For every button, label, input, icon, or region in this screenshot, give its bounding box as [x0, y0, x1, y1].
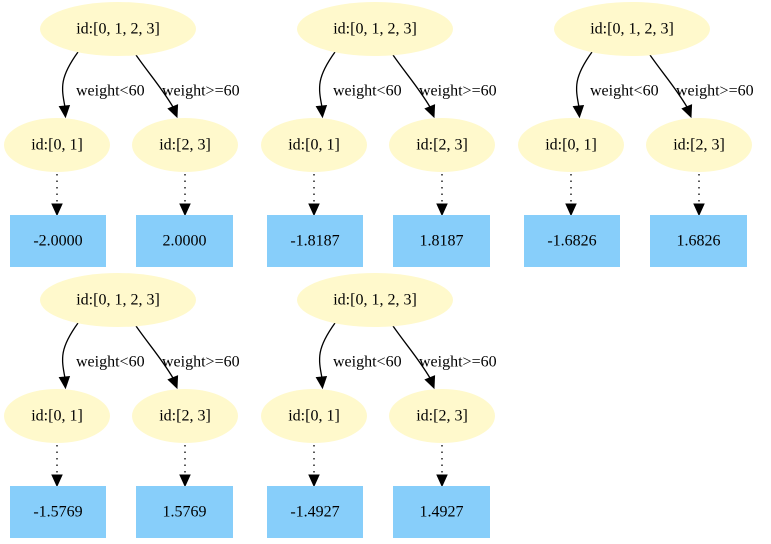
- tree-3: id:[0, 1, 2, 3] id:[0, 1] id:[2, 3] weight<…: [518, 2, 754, 267]
- tree-4: id:[0, 1, 2, 3] id:[0, 1] id:[2, 3] weight<…: [4, 273, 240, 538]
- right-leaf-value: 2.0000: [163, 233, 207, 250]
- right-leaf-value: 1.5769: [163, 504, 207, 521]
- left-child-node: [4, 389, 110, 443]
- arrowhead-left: [58, 375, 71, 390]
- right-child-node-label: id:[2, 3]: [673, 137, 725, 154]
- left-child-node-label: id:[0, 1]: [288, 408, 340, 425]
- arrowhead-dotted-right: [179, 474, 191, 488]
- right-child-node: [132, 118, 238, 172]
- arrowhead-dotted-left: [51, 474, 63, 488]
- left-child-node: [518, 118, 624, 172]
- edge-label-left: weight<60: [76, 354, 145, 371]
- tree-2: id:[0, 1, 2, 3] id:[0, 1] id:[2, 3] weight<…: [261, 2, 497, 267]
- left-leaf: [10, 215, 106, 267]
- arrowhead-right: [167, 375, 179, 390]
- edge-label-right: weight>=60: [162, 83, 240, 100]
- arrowhead-left: [58, 104, 71, 119]
- left-child-node-label: id:[0, 1]: [31, 408, 83, 425]
- edge-label-left: weight<60: [590, 83, 659, 100]
- arrowhead-left: [315, 104, 328, 119]
- left-child-node: [4, 118, 110, 172]
- arrowhead-dotted-left: [308, 203, 320, 217]
- arrowhead-right: [681, 104, 693, 119]
- right-child-node: [389, 118, 495, 172]
- edge-right: [649, 54, 688, 108]
- left-leaf: [267, 215, 363, 267]
- root-node-label: id:[0, 1, 2, 3]: [333, 292, 417, 309]
- edge-label-right: weight>=60: [419, 83, 497, 100]
- right-leaf: [650, 215, 747, 267]
- root-node-label: id:[0, 1, 2, 3]: [76, 21, 160, 38]
- edge-right: [392, 54, 431, 108]
- left-child-node-label: id:[0, 1]: [31, 137, 83, 154]
- arrowhead-dotted-left: [565, 203, 577, 217]
- root-node-label: id:[0, 1, 2, 3]: [333, 21, 417, 38]
- left-child-node-label: id:[0, 1]: [545, 137, 597, 154]
- root-node-label: id:[0, 1, 2, 3]: [76, 292, 160, 309]
- left-child-node: [261, 389, 367, 443]
- arrowhead-left: [572, 104, 585, 119]
- right-leaf-value: 1.4927: [420, 504, 464, 521]
- arrowhead-dotted-left: [51, 203, 63, 217]
- right-child-node: [389, 389, 495, 443]
- tree-5: id:[0, 1, 2, 3] id:[0, 1] id:[2, 3] weight<…: [261, 273, 497, 538]
- arrowhead-dotted-right: [179, 203, 191, 217]
- arrowhead-dotted-left: [308, 474, 320, 488]
- left-leaf-value: -1.6826: [547, 233, 596, 250]
- arrowhead-dotted-right: [436, 474, 448, 488]
- arrowhead-dotted-right: [693, 203, 705, 217]
- tree-1: id:[0, 1, 2, 3] id:[0, 1] id:[2, 3] weight<…: [4, 2, 240, 267]
- edge-left: [318, 51, 336, 108]
- left-child-node: [261, 118, 367, 172]
- edge-left: [61, 322, 79, 379]
- arrowhead-right: [424, 375, 436, 390]
- right-child-node-label: id:[2, 3]: [416, 137, 468, 154]
- right-child-node-label: id:[2, 3]: [159, 137, 211, 154]
- edge-label-right: weight>=60: [419, 354, 497, 371]
- root-node-label: id:[0, 1, 2, 3]: [590, 21, 674, 38]
- arrowhead-right: [167, 104, 179, 119]
- right-leaf: [136, 486, 233, 538]
- arrowhead-dotted-right: [436, 203, 448, 217]
- left-leaf-value: -1.8187: [290, 233, 339, 250]
- right-leaf: [136, 215, 233, 267]
- root-node: [40, 2, 196, 56]
- edge-right: [135, 325, 174, 379]
- edge-left: [575, 51, 593, 108]
- left-child-node-label: id:[0, 1]: [288, 137, 340, 154]
- left-leaf-value: -1.4927: [290, 504, 339, 521]
- root-node: [297, 273, 453, 327]
- edge-left: [61, 51, 79, 108]
- left-leaf: [267, 486, 363, 538]
- left-leaf: [10, 486, 106, 538]
- edge-label-left: weight<60: [333, 83, 402, 100]
- right-leaf-value: 1.6826: [677, 233, 721, 250]
- root-node: [40, 273, 196, 327]
- edge-right: [135, 54, 174, 108]
- edge-label-right: weight>=60: [162, 354, 240, 371]
- left-leaf-value: -2.0000: [33, 233, 82, 250]
- root-node: [554, 2, 710, 56]
- right-leaf: [393, 215, 490, 267]
- right-child-node-label: id:[2, 3]: [416, 408, 468, 425]
- root-node: [297, 2, 453, 56]
- right-leaf: [393, 486, 490, 538]
- edge-label-left: weight<60: [333, 354, 402, 371]
- right-child-node: [646, 118, 752, 172]
- right-child-node-label: id:[2, 3]: [159, 408, 211, 425]
- left-leaf-value: -1.5769: [33, 504, 82, 521]
- right-child-node: [132, 389, 238, 443]
- edge-left: [318, 322, 336, 379]
- edge-label-left: weight<60: [76, 83, 145, 100]
- left-leaf: [524, 215, 620, 267]
- arrowhead-left: [315, 375, 328, 390]
- arrowhead-right: [424, 104, 436, 119]
- edge-right: [392, 325, 431, 379]
- edge-label-right: weight>=60: [676, 83, 754, 100]
- right-leaf-value: 1.8187: [420, 233, 464, 250]
